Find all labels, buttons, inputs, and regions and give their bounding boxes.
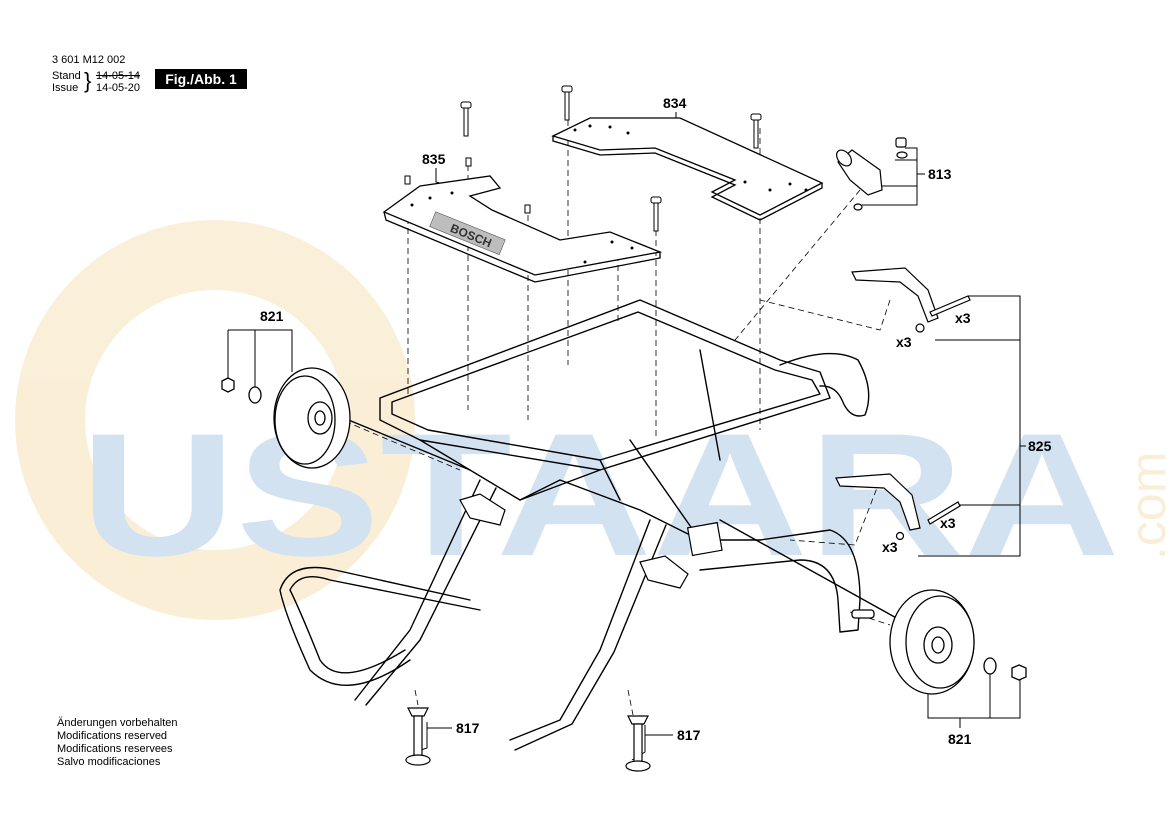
knob-813 bbox=[836, 137, 908, 211]
label-834: 834 bbox=[663, 95, 687, 111]
foot-817-right bbox=[625, 715, 651, 772]
stand-label: Stand bbox=[52, 70, 81, 82]
brace: } bbox=[84, 68, 92, 93]
qty-x3: x3 bbox=[940, 515, 956, 531]
label-821-left: 821 bbox=[260, 308, 284, 324]
callout-labels: 834 835 813 821 825 821 817 817 x3 x3 x3… bbox=[260, 95, 1052, 747]
qty-x3: x3 bbox=[896, 334, 912, 350]
frame-blocks bbox=[459, 493, 723, 589]
qty-x3: x3 bbox=[955, 310, 971, 326]
watermark: USTAARA .com bbox=[15, 220, 1169, 620]
wheel-right-821 bbox=[851, 589, 1027, 695]
wheel-left-821 bbox=[221, 367, 351, 469]
watermark-suffix: .com bbox=[1120, 452, 1169, 560]
label-821-right: 821 bbox=[948, 731, 972, 747]
plate-834 bbox=[551, 117, 824, 221]
note-line: Modifications reservees bbox=[57, 743, 173, 755]
label-825: 825 bbox=[1028, 438, 1052, 454]
part-number: 3 601 M12 002 bbox=[52, 54, 126, 66]
plate-835: BOSCH bbox=[382, 175, 663, 283]
modification-notes: Änderungen vorbehalten Modifications res… bbox=[57, 717, 177, 769]
label-817-right: 817 bbox=[677, 727, 701, 743]
issue-label: Issue bbox=[52, 82, 79, 94]
issue-date: 14-05-20 bbox=[96, 82, 141, 94]
note-line: Modifications reserved bbox=[57, 730, 168, 742]
label-835: 835 bbox=[422, 151, 446, 167]
screws bbox=[404, 85, 762, 232]
label-817-left: 817 bbox=[456, 720, 480, 736]
label-813: 813 bbox=[928, 166, 952, 182]
note-line: Salvo modificaciones bbox=[57, 756, 161, 768]
qty-x3: x3 bbox=[882, 539, 898, 555]
stand-date: 14-05-14 bbox=[96, 70, 141, 82]
strap-825 bbox=[835, 267, 971, 541]
foot-817-left bbox=[405, 707, 431, 766]
figure-label: Fig./Abb. 1 bbox=[155, 69, 247, 89]
note-line: Änderungen vorbehalten bbox=[57, 717, 178, 729]
stand-frame bbox=[279, 299, 901, 751]
